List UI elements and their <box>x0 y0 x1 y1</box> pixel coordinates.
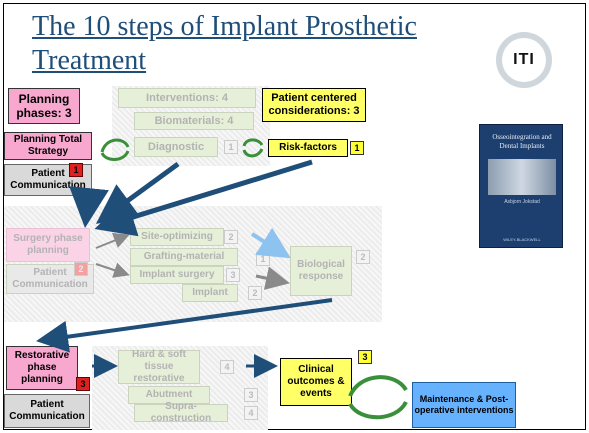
restorative-phase-number: 3 <box>76 377 90 391</box>
book-publisher: WILEY-BLACKWELL <box>503 237 541 242</box>
clinical-outcomes-box: Clinical outcomes & events <box>280 358 352 406</box>
planning-communication-number: 1 <box>69 163 83 177</box>
bio-to-restorative-arrow <box>36 298 333 353</box>
surgery-communication-number: 2 <box>74 262 88 276</box>
clinical-maintenance-cycle-arrow <box>348 375 408 397</box>
maintenance-box: Maintenance & Post-operative interventio… <box>412 382 516 428</box>
biological-response-number: 2 <box>356 250 370 264</box>
risk-to-surgery-arrow <box>94 159 313 237</box>
diagnostic-box: Diagnostic <box>134 137 218 157</box>
hard-soft-tissue-number: 4 <box>220 360 234 374</box>
abutment-number: 3 <box>244 388 258 402</box>
restorative-phase-box: Restorative phase planning <box>6 346 78 390</box>
restorative-patient-communication-box: Patient Communication <box>4 394 90 428</box>
site-optimizing-number: 2 <box>224 230 238 244</box>
risk-factors-box: Risk-factors <box>268 139 348 157</box>
planning-to-surgery-arrow <box>69 186 109 228</box>
supra-construction-number: 4 <box>244 406 258 420</box>
implant-surgery-number: 3 <box>226 268 240 282</box>
slide-title: The 10 steps of Implant Prosthetic Treat… <box>32 11 417 76</box>
risk-cycle-arrow <box>242 138 264 147</box>
book-author: Asbjorn Jokstad <box>504 199 540 205</box>
site-to-bio-arrow <box>250 227 291 259</box>
surgery-patient-communication-box: Patient Communication <box>6 264 94 294</box>
logo-text: ITI <box>502 38 546 82</box>
patient-centered-box: Patient centered considerations: 3 <box>262 88 366 122</box>
diagnostic-to-surgery-arrow <box>95 161 180 224</box>
diagnostic-cycle-arrow <box>100 138 130 153</box>
implant-number: 2 <box>248 286 262 300</box>
hard-soft-tissue-box: Hard & soft tissue restorative <box>118 349 200 384</box>
surgery-phase-box: Surgery phase planning <box>6 228 90 262</box>
surgery-to-site-arrow <box>95 233 130 249</box>
book-cover-image <box>488 159 556 195</box>
iti-logo: ITI <box>496 32 552 88</box>
abutment-box: Abutment <box>128 386 210 404</box>
book-cover: Osseointegration and Dental Implants Asb… <box>479 124 563 248</box>
planning-phases-box: Planning phases: 3 <box>8 88 80 124</box>
grafting-material-box: Grafting-material <box>130 248 238 266</box>
book-title: Osseointegration and Dental Implants <box>492 133 552 150</box>
slide-border <box>3 3 586 430</box>
implant-surgery-box: Implant surgery <box>130 266 224 284</box>
diagnostic-cycle-arrow-lower <box>100 150 130 161</box>
interventions-box: Interventions: 4 <box>118 88 256 108</box>
implant-to-bio-arrow <box>255 266 290 290</box>
planning-total-strategy-box: Planning Total Strategy <box>4 132 92 160</box>
clinical-outcomes-number: 3 <box>358 350 372 364</box>
biological-response-box: Biological response <box>290 246 352 296</box>
clinical-maintenance-cycle-arrow-lower <box>348 400 408 420</box>
implant-box: Implant <box>182 284 238 302</box>
supra-construction-box: Supra-construction <box>134 401 228 424</box>
biomaterials-box: Biomaterials: 4 <box>134 112 254 130</box>
surgery-to-implant-arrow <box>95 262 130 278</box>
risk-cycle-arrow-lower <box>242 148 264 158</box>
risk-factors-number: 1 <box>350 141 364 155</box>
site-optimizing-box: Site-optimizing <box>130 228 224 246</box>
diagnostic-number: 1 <box>224 140 238 154</box>
